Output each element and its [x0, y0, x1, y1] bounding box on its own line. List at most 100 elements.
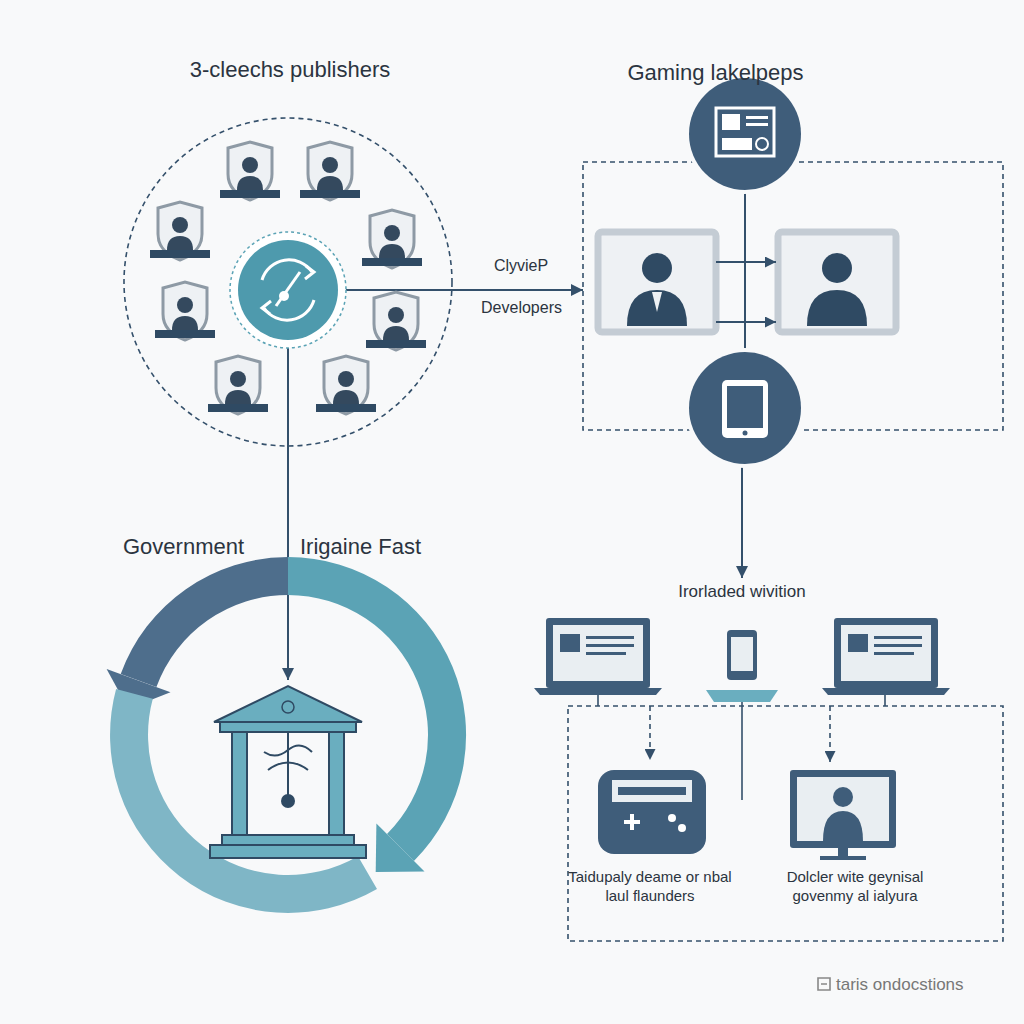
gaming-group-part — [722, 380, 768, 438]
device-group-part — [820, 856, 866, 860]
device-caption: Dolcler wite geynisal govenmy al ialyura — [765, 868, 945, 906]
device-group-part — [560, 634, 580, 652]
device-group-part — [841, 625, 931, 681]
device-group-part — [731, 637, 753, 671]
gaming-group-part — [778, 232, 896, 332]
node-heading: Government — [123, 534, 273, 560]
device-group-part — [874, 644, 922, 647]
device-group-part — [727, 630, 757, 680]
government-cycle-part — [376, 823, 425, 872]
gaming-group-part — [716, 261, 776, 263]
government-building: GovernmentIrigaine Fast — [205, 680, 371, 860]
publisher-cluster-part — [124, 118, 452, 446]
bank-building-part — [220, 722, 356, 732]
node-heading: Gaming lakelpeps — [583, 60, 848, 86]
publisher-cluster-part-part — [366, 292, 426, 350]
bank-building-part — [232, 732, 247, 835]
device-group-part — [597, 694, 599, 706]
gaming-group-part — [722, 114, 740, 130]
gaming-group-part — [743, 431, 748, 436]
bank-building-part — [329, 732, 344, 835]
device-group-part — [586, 652, 626, 655]
device-group-part — [649, 706, 651, 760]
device-group-part — [678, 824, 686, 832]
device-group-part — [797, 777, 889, 841]
node-subheading: Irigaine Fast — [300, 534, 460, 560]
gaming-group-part — [727, 386, 763, 428]
publisher-cluster-part — [287, 346, 289, 447]
gaming-group-part — [746, 123, 768, 126]
publisher-cluster — [124, 118, 460, 447]
publisher-cluster-part — [279, 291, 289, 301]
watermark-icon — [818, 978, 830, 990]
device-group-part — [874, 636, 922, 639]
gaming-group-part — [716, 108, 774, 156]
device-group-part — [822, 688, 950, 695]
device-group-part — [838, 848, 848, 856]
publisher-cluster-part-part — [155, 282, 215, 340]
device-group-part — [568, 706, 1003, 941]
bank-building-part — [264, 745, 312, 770]
flow-arrow — [460, 289, 583, 291]
device-group: Irorladed wivition — [530, 578, 1004, 944]
publisher-cluster-part — [343, 289, 460, 291]
device-group-part — [848, 634, 868, 652]
device-group-part — [706, 690, 778, 702]
device-group-part — [586, 636, 634, 639]
device-group-part — [884, 694, 886, 706]
bank-building-part — [210, 845, 366, 858]
gaming-group-part — [642, 253, 672, 283]
publisher-cluster-part-part — [208, 356, 268, 414]
gaming-group-part — [685, 74, 805, 194]
gaming-group-part — [685, 348, 805, 468]
gaming-group-part — [598, 232, 716, 332]
government-cycle-part — [121, 557, 288, 687]
gaming-group: Gaming lakelpeps — [583, 162, 1003, 430]
device-group-part — [790, 770, 896, 848]
gaming-group-part — [652, 292, 662, 312]
watermark-icon-part — [818, 978, 830, 990]
gaming-group — [583, 74, 1003, 468]
publisher-cluster-part — [276, 272, 300, 306]
device-group — [534, 618, 1003, 941]
publisher-cluster-part — [262, 260, 312, 280]
bank-building-part — [281, 794, 295, 808]
publisher-cluster-part-part — [220, 142, 280, 200]
device-group-part — [823, 811, 863, 841]
watermark: taris ondocstions — [836, 974, 1016, 995]
connector-label: Developers — [479, 298, 564, 318]
device-group-part — [668, 814, 676, 822]
gaming-group-part — [807, 290, 867, 326]
device-group-part — [874, 652, 914, 655]
connector-note: ClyvieP — [480, 256, 562, 276]
device-group-part — [618, 787, 686, 795]
device-group-part — [624, 814, 640, 830]
publisher-cluster-part-part — [316, 356, 376, 414]
publisher-cluster-part — [150, 142, 426, 414]
bank-building-part — [282, 701, 294, 713]
bank-building-part — [214, 686, 362, 722]
gaming-group-part — [716, 321, 776, 323]
gaming-group-part — [722, 138, 752, 150]
gaming-group-part — [756, 138, 768, 150]
device-group-part — [546, 618, 650, 688]
gaming-group-part — [689, 352, 801, 464]
publisher-cluster-part-part — [300, 142, 360, 200]
device-group-part — [553, 625, 643, 681]
gaming-group-part — [746, 116, 768, 119]
gaming-group-part — [744, 190, 746, 360]
gaming-group-part — [689, 78, 801, 190]
node-heading: Irorladed wivition — [530, 582, 954, 602]
node-heading: 3-cleechs publishers — [120, 57, 460, 83]
publisher-cluster: 3-cleechs publishers — [120, 55, 460, 447]
device-group-part — [598, 770, 706, 854]
publisher-cluster-part — [262, 301, 271, 314]
bank-building-part — [222, 835, 354, 845]
publisher-cluster-part — [305, 266, 314, 279]
device-group-part — [829, 706, 831, 762]
government-cycle-part — [110, 689, 377, 913]
gaming-group-part — [822, 253, 852, 283]
device-group-part — [833, 787, 853, 807]
publisher-cluster-part — [238, 240, 338, 340]
bank-building — [210, 686, 366, 858]
